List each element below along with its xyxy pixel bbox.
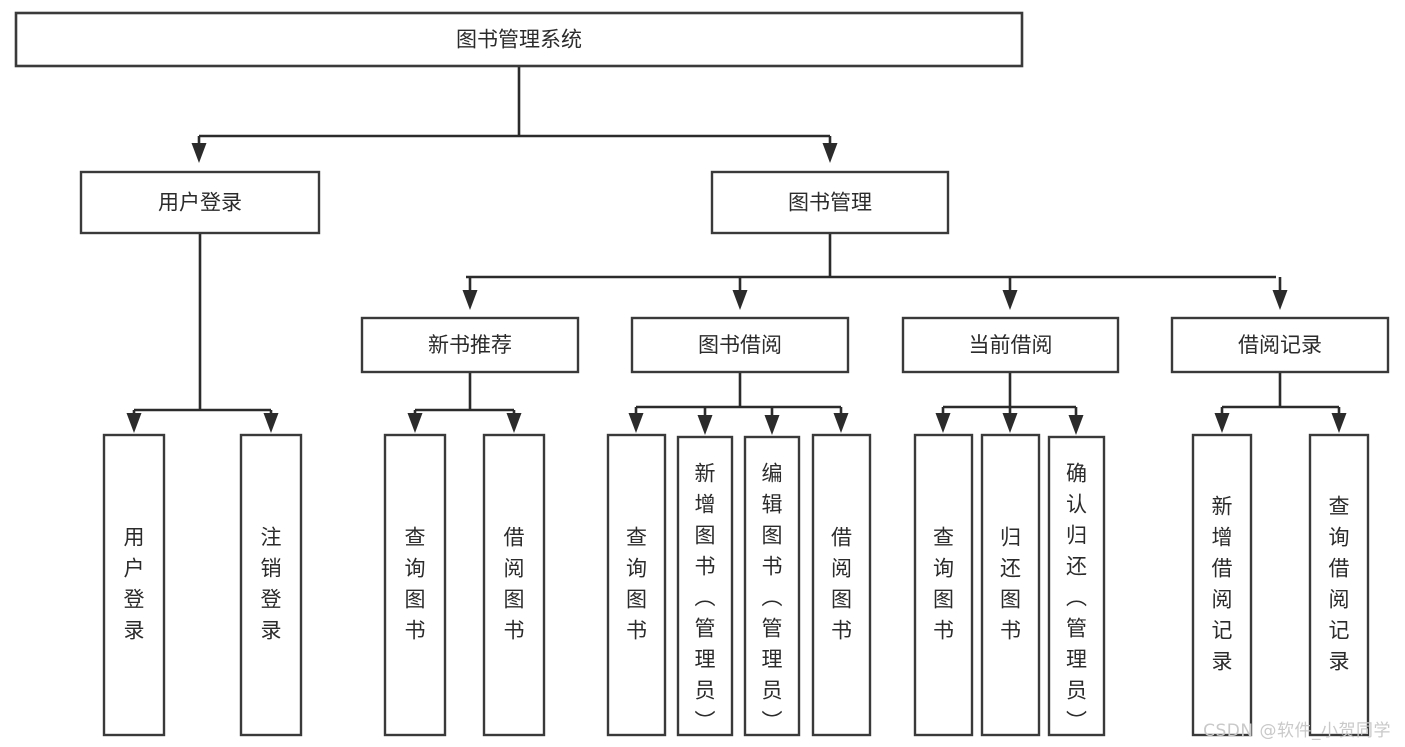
arrow-leaf-confirm-return (1068, 407, 1084, 435)
node-label: 确认归还︵管理员︶ (1066, 462, 1087, 734)
node-label: 借阅记录 (1238, 333, 1322, 357)
node-leaf-confirm-return[interactable]: 确认归还︵管理员︶ (1047, 435, 1106, 737)
node-label: 归还图书 (1000, 526, 1021, 643)
arrow-leaf-edit-book (764, 407, 780, 435)
node-leaf-logout-login[interactable]: 注销登录 (239, 433, 303, 737)
node-leaf-query-book-3[interactable]: 查询图书 (913, 433, 974, 737)
arrow-leaf-return-book (1002, 407, 1018, 433)
node-book-manage[interactable]: 图书管理 (710, 170, 950, 235)
connectors-layer (134, 66, 1339, 412)
connector-bus-root (199, 66, 830, 138)
arrow-borrow-record (1272, 277, 1288, 310)
arrow-current-borrow (1002, 277, 1018, 310)
nodes-layer: 图书管理系统用户登录图书管理新书推荐图书借阅当前借阅借阅记录用户登录注销登录查询… (14, 11, 1390, 737)
node-label: 用户登录 (158, 191, 242, 215)
arrow-book-borrow (732, 277, 748, 310)
node-leaf-query-book-1[interactable]: 查询图书 (383, 433, 447, 737)
arrow-leaf-add-record (1214, 407, 1230, 433)
node-label: 注销登录 (261, 526, 282, 643)
node-leaf-user-login[interactable]: 用户登录 (102, 433, 166, 737)
arrow-leaf-query-book-3 (935, 407, 951, 433)
node-label: 图书管理 (788, 191, 872, 215)
arrowheads-layer (126, 136, 1347, 435)
node-leaf-edit-book[interactable]: 编辑图书︵管理员︶ (743, 435, 801, 737)
arrow-user-login (191, 136, 207, 163)
connector-bus-current (943, 372, 1076, 409)
arrow-leaf-logout-login (263, 410, 279, 433)
connector-bus-record (1222, 372, 1339, 409)
node-leaf-borrow-book-2[interactable]: 借阅图书 (811, 433, 872, 737)
node-leaf-query-book-2[interactable]: 查询图书 (606, 433, 667, 737)
arrow-leaf-borrow-book-2 (833, 407, 849, 433)
node-user-login[interactable]: 用户登录 (79, 170, 321, 235)
node-label: 借阅图书 (504, 526, 525, 643)
node-label: 图书管理系统 (456, 28, 582, 52)
node-new-book-recommend[interactable]: 新书推荐 (360, 316, 580, 374)
connector-bus-user-login (134, 233, 271, 412)
node-label: 图书借阅 (698, 333, 782, 357)
node-label: 当前借阅 (969, 333, 1053, 357)
connector-bus-book-manage (466, 233, 1276, 279)
node-label: 查询借阅记录 (1329, 495, 1350, 674)
arrow-new-book-recommend (462, 277, 478, 310)
node-label: 查询图书 (626, 526, 647, 643)
arrow-leaf-borrow-book-1 (506, 410, 522, 433)
node-label: 用户登录 (124, 526, 145, 643)
connector-bus-new-book (415, 372, 514, 412)
arrow-leaf-query-book-1 (407, 410, 423, 433)
node-book-borrow[interactable]: 图书借阅 (630, 316, 850, 374)
arrow-leaf-query-record (1331, 407, 1347, 433)
node-leaf-add-book[interactable]: 新增图书︵管理员︶ (676, 435, 734, 737)
connector-bus-borrow (636, 372, 841, 409)
node-leaf-return-book[interactable]: 归还图书 (980, 433, 1041, 737)
node-label: 借阅图书 (831, 526, 852, 643)
node-label: 查询图书 (933, 526, 954, 643)
node-label: 编辑图书︵管理员︶ (762, 462, 783, 734)
arrow-leaf-add-book (697, 407, 713, 435)
node-leaf-borrow-book-1[interactable]: 借阅图书 (482, 433, 546, 737)
arrow-book-manage (822, 136, 838, 163)
node-label: 新增图书︵管理员︶ (695, 462, 716, 734)
node-root[interactable]: 图书管理系统 (14, 11, 1024, 68)
node-leaf-query-record[interactable]: 查询借阅记录 (1308, 433, 1370, 737)
arrow-leaf-query-book-2 (628, 407, 644, 433)
node-leaf-add-record[interactable]: 新增借阅记录 (1191, 433, 1253, 737)
node-label: 新增借阅记录 (1212, 495, 1233, 674)
node-label: 新书推荐 (428, 333, 512, 357)
node-borrow-record[interactable]: 借阅记录 (1170, 316, 1390, 374)
arrow-leaf-user-login (126, 410, 142, 433)
node-current-borrow[interactable]: 当前借阅 (901, 316, 1120, 374)
node-label: 查询图书 (405, 526, 426, 643)
